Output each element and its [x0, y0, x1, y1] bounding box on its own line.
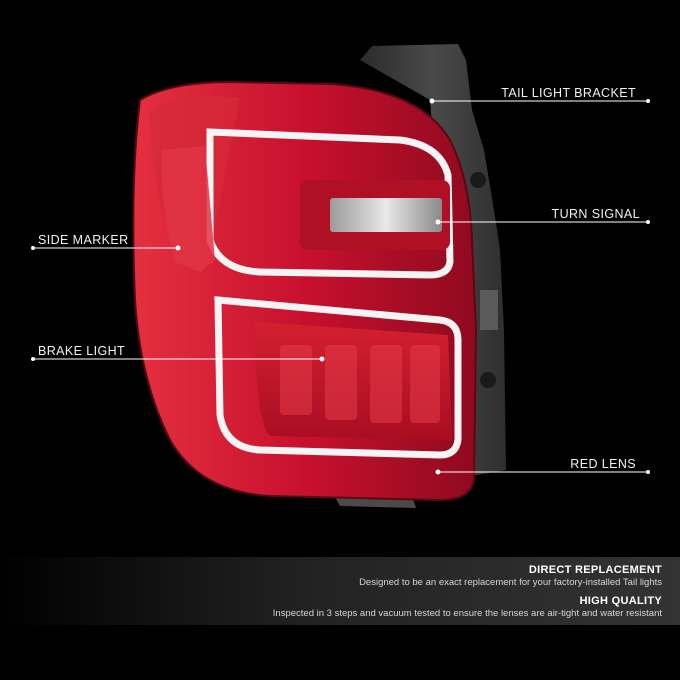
feature-description: Designed to be an exact replacement for …	[359, 577, 662, 588]
feature-title: DIRECT REPLACEMENT	[528, 564, 662, 576]
side-marker-label: SIDE MARKER	[38, 233, 129, 247]
lower-light-bar	[214, 296, 462, 459]
tail-light-bracket-dot	[429, 98, 435, 104]
turn-signal-lens	[300, 180, 450, 250]
callout-lines	[31, 98, 650, 475]
feature-description: Inspected in 3 steps and vacuum tested t…	[272, 608, 662, 619]
brake-light-label: BRAKE LIGHT	[38, 344, 126, 358]
upper-light-bar	[206, 128, 454, 279]
red-lens-label: RED LENS	[570, 457, 636, 471]
tail-light-bracket-label: TAIL LIGHT BRACKET	[501, 86, 636, 100]
brake-light-dot	[319, 356, 325, 362]
feature-info-band: DIRECT REPLACEMENT Designed to be an exa…	[0, 557, 680, 625]
side-marker-dot	[175, 245, 181, 251]
turn-signal-label: TURN SIGNAL	[551, 207, 640, 221]
feature-direct-replacement: DIRECT REPLACEMENT Designed to be an exa…	[359, 564, 662, 588]
red-lens-dot	[435, 469, 441, 475]
feature-high-quality: HIGH QUALITY Inspected in 3 steps and va…	[273, 595, 662, 619]
side-marker-lens	[161, 146, 215, 272]
turn-signal-dot	[435, 219, 441, 225]
feature-title: HIGH QUALITY	[579, 595, 662, 607]
brake-light-lens	[255, 322, 452, 440]
